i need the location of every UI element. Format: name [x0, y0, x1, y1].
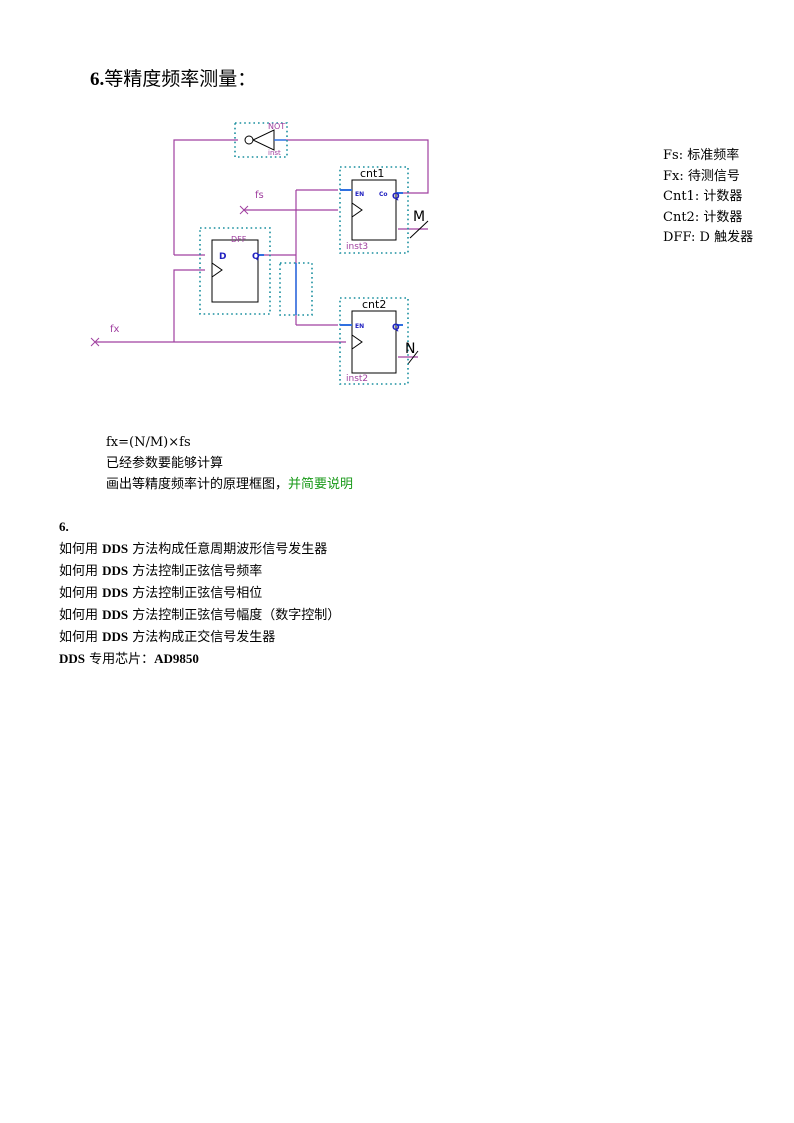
- cnt1-co-pin: Co: [379, 191, 388, 198]
- dff-q-pin: Q: [252, 252, 260, 262]
- dff-d-pin: D: [219, 252, 226, 262]
- list-item: 如何用 DDS 方法构成正交信号发生器: [59, 629, 276, 645]
- dff-type-label: DFF: [231, 235, 247, 244]
- cnt2-en-pin: EN: [355, 323, 364, 330]
- cnt2-block: cnt2 EN Q inst2 N: [339, 297, 415, 385]
- notes-block: fx=(N/M)×fs 已经参数要能够计算 画出等精度频率计的原理框图，并简要说…: [106, 432, 353, 495]
- chip-line: DDS 专用芯片：AD9850: [59, 651, 199, 667]
- diagram-legend: Fs: 标准频率 Fx: 待测信号 Cnt1: 计数器 Cnt2: 计数器 DF…: [663, 146, 753, 249]
- note-line: 画出等精度频率计的原理框图，并简要说明: [106, 474, 353, 495]
- legend-item: Cnt1: 计数器: [663, 189, 743, 204]
- list-item: 如何用 DDS 方法控制正弦信号幅度（数字控制）: [59, 607, 341, 623]
- cnt1-label: cnt1: [360, 167, 384, 180]
- fx-label: fx: [110, 324, 120, 335]
- section-number: 6.: [90, 69, 105, 90]
- not-gate: NOT inst: [234, 122, 288, 158]
- cnt1-inst: inst3: [346, 242, 368, 252]
- cnt1-block: cnt1 EN Co Q inst3 M: [339, 166, 425, 254]
- dds-section-heading: 6.: [59, 519, 69, 534]
- legend-item: Fs: 标准频率: [663, 148, 740, 163]
- bus-slashes: [407, 220, 429, 365]
- not-gate-type: NOT: [268, 122, 285, 131]
- cnt1-q-pin: Q: [392, 192, 400, 202]
- legend-item: Fx: 待测信号: [663, 168, 740, 184]
- cnt2-output-bus-label: N: [405, 341, 415, 357]
- fs-label: fs: [255, 190, 264, 201]
- list-item: 如何用 DDS 方法构成任意周期波形信号发生器: [59, 541, 328, 557]
- wire-not-to-dff: [173, 139, 238, 255]
- wire-co-to-not: [286, 139, 429, 194]
- cnt2-q-pin: Q: [392, 323, 400, 333]
- dff-block: DFF D Q: [199, 227, 271, 315]
- list-item: 如何用 DDS 方法控制正弦信号频率: [59, 563, 263, 579]
- terminal-marks: [90, 205, 249, 347]
- cnt1-output-bus-label: M: [413, 209, 425, 225]
- note-highlight: 并简要说明: [288, 477, 354, 492]
- cnt2-inst: inst2: [346, 374, 368, 384]
- formula-line: fx=(N/M)×fs: [106, 435, 191, 450]
- section-title-text: 等精度频率测量：: [104, 68, 257, 90]
- cnt2-label: cnt2: [362, 298, 386, 311]
- wires: [96, 139, 429, 358]
- circuit-diagram: NOT inst DFF D Q cnt1 EN Co Q inst3 M cn…: [90, 122, 429, 385]
- legend-item: Cnt2: 计数器: [663, 209, 743, 225]
- fs-terminal-icon: [239, 205, 249, 215]
- section-title: 6.等精度频率测量：: [90, 64, 256, 91]
- dds-section: 6. 如何用 DDS 方法构成任意周期波形信号发生器 如何用 DDS 方法控制正…: [59, 516, 340, 670]
- fx-terminal-icon: [90, 337, 100, 347]
- note-line: 已经参数要能够计算: [106, 456, 224, 471]
- legend-item: DFF: D 触发器: [663, 230, 754, 245]
- note-text: 画出等精度频率计的原理框图，: [106, 477, 289, 492]
- cnt1-en-pin: EN: [355, 191, 364, 198]
- not-gate-inst: inst: [268, 149, 281, 157]
- list-item: 如何用 DDS 方法控制正弦信号相位: [59, 585, 263, 601]
